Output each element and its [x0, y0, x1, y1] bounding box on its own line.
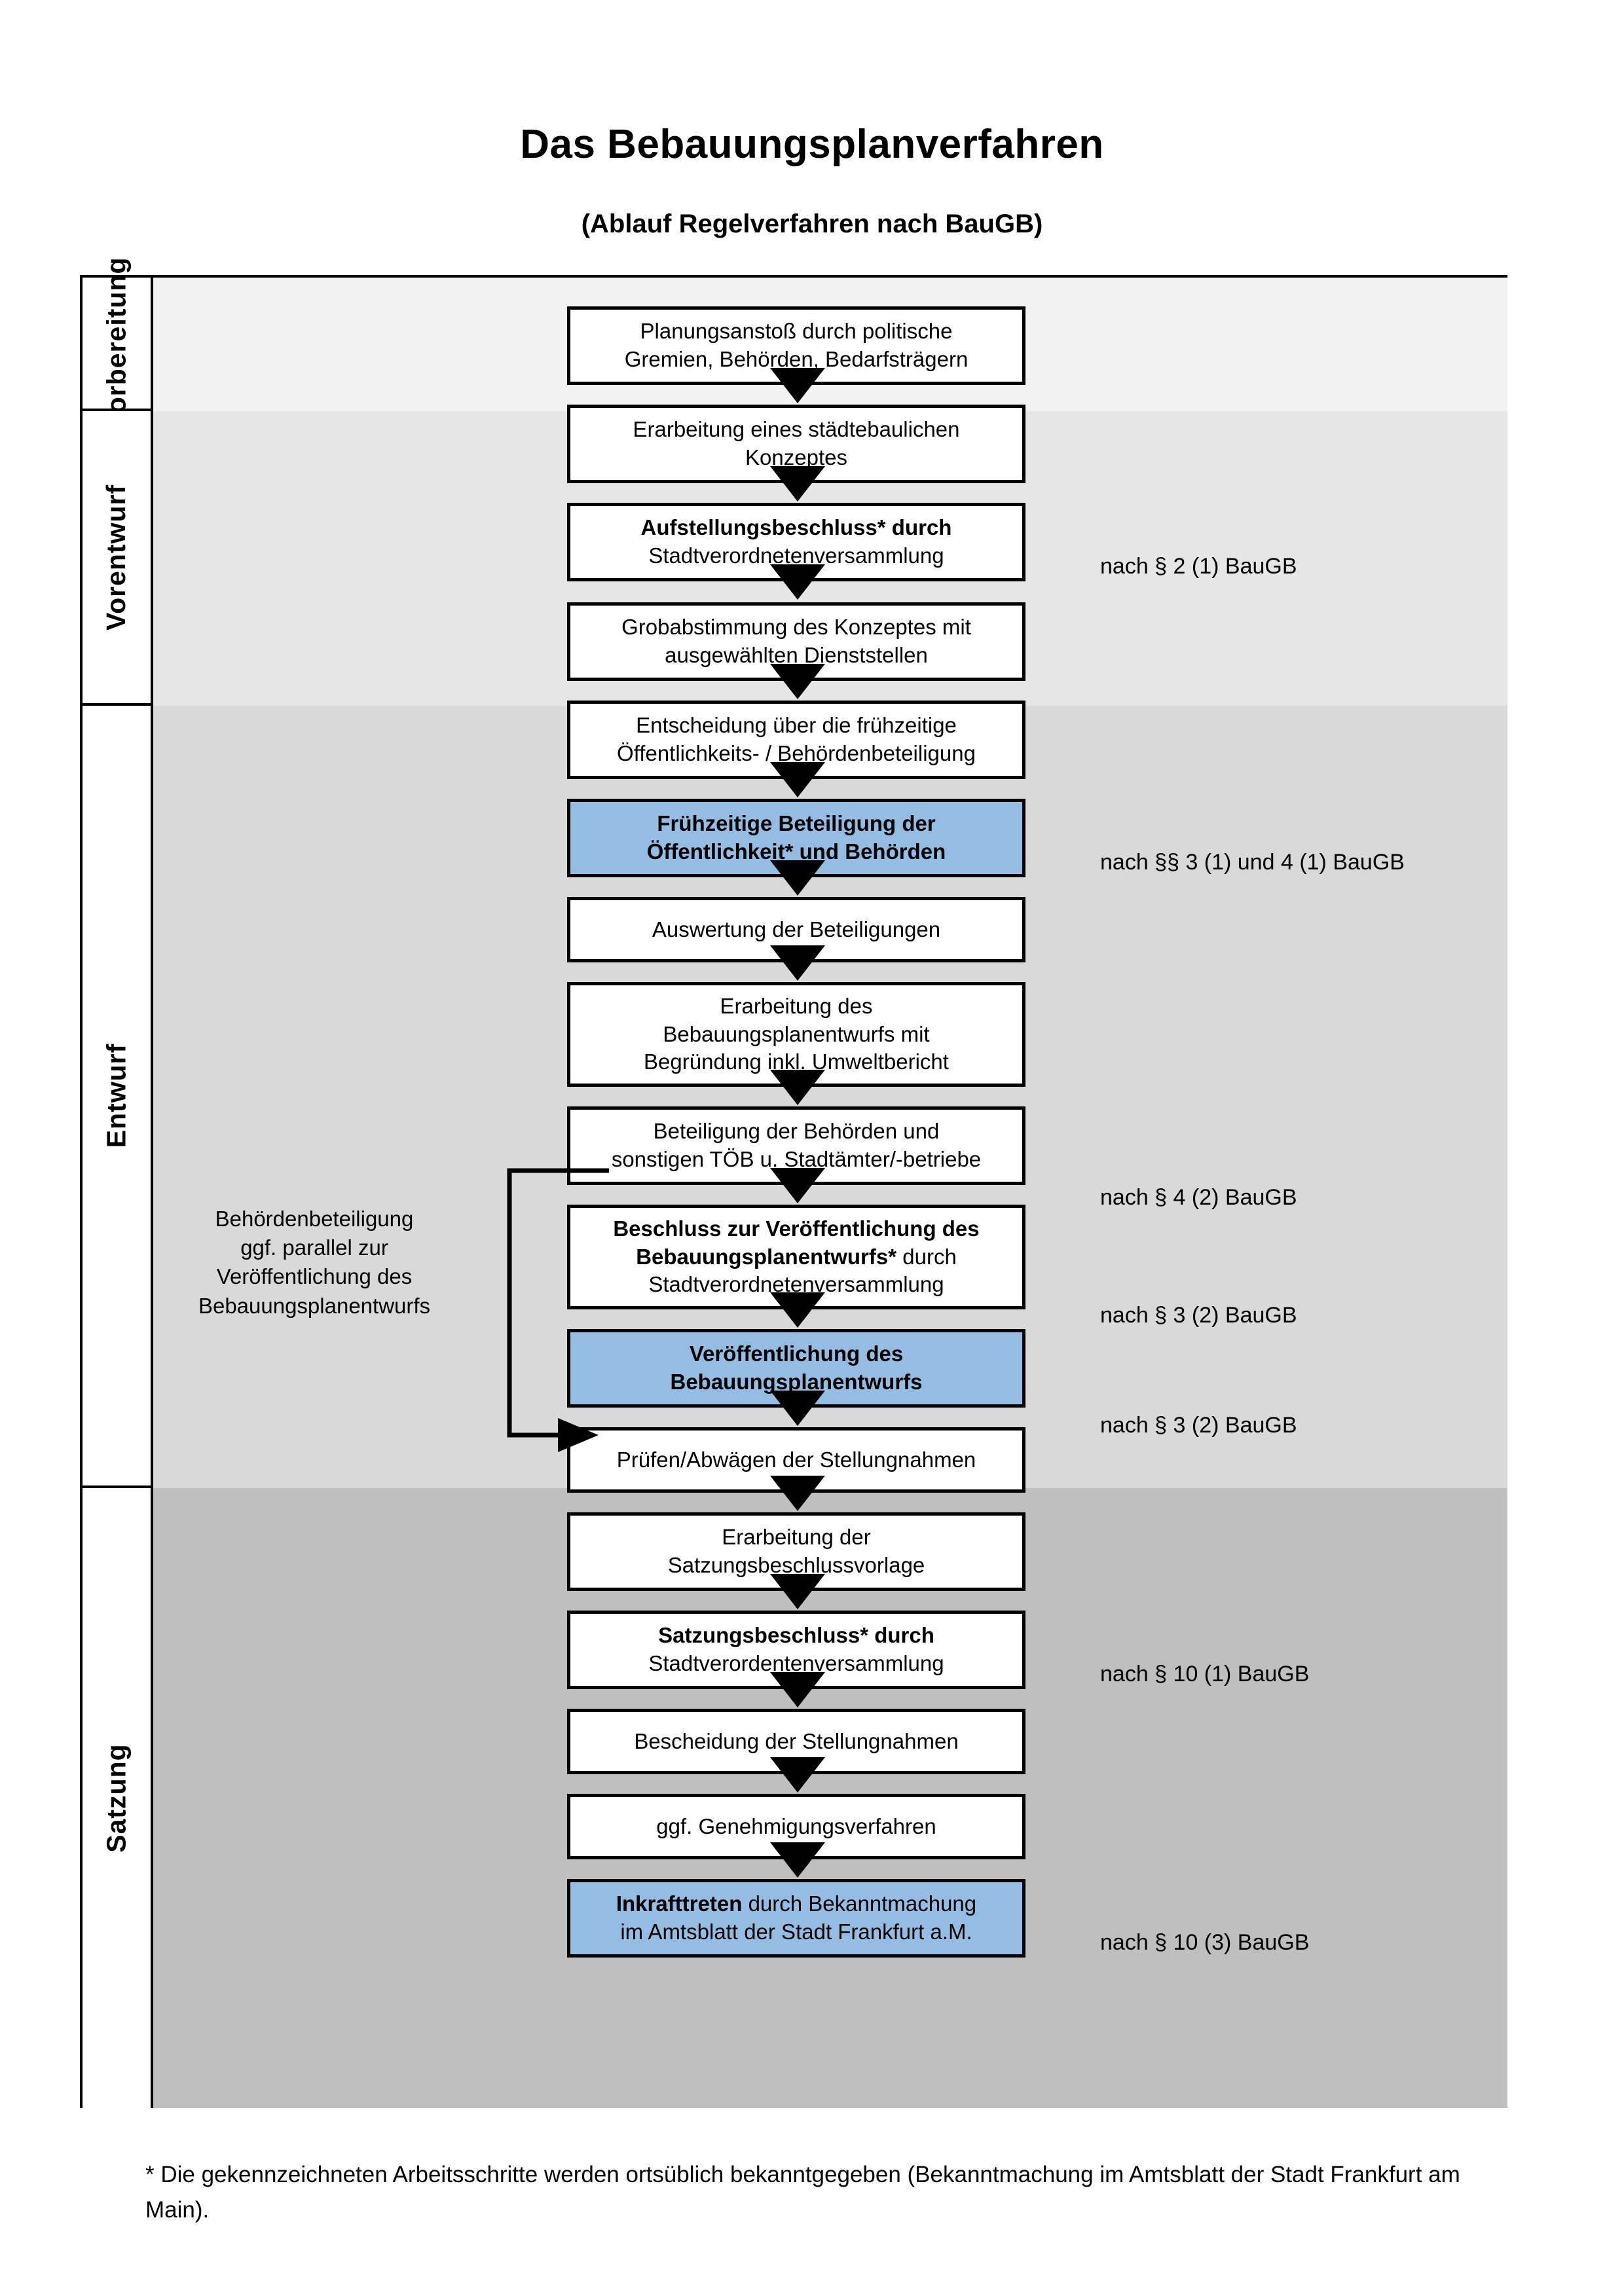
page-subtitle: (Ablauf Regelverfahren nach BauGB): [581, 210, 1043, 238]
footnote: * Die gekennzeichneten Arbeitsschritte w…: [145, 2162, 1460, 2223]
phase-label-satzung: Satzung: [83, 1488, 153, 2108]
flow-arrow-icon: [770, 1476, 825, 1511]
side-note-line: Bebauungsplanentwurfs: [198, 1293, 431, 1318]
phase-label-vorentwurf: Vorentwurf: [83, 411, 153, 706]
step-line: Stadtverordentenversammlung: [648, 1651, 944, 1675]
side-note-line: ggf. parallel zur: [240, 1235, 388, 1260]
step-line: Erarbeitung des: [720, 993, 873, 1018]
step-line: Satzungsbeschluss* durch: [658, 1623, 934, 1648]
flow-arrow-icon: [770, 1757, 825, 1793]
flow-arrow-icon: [770, 1391, 825, 1426]
step-line: Frühzeitige Beteiligung der: [657, 811, 936, 836]
phase-label-vorbereitung: Vorbereitung: [83, 257, 153, 429]
side-note-line: Behördenbeteiligung: [215, 1207, 414, 1231]
step-line: Veröffentlichung des: [689, 1341, 904, 1366]
step-line: sonstigen TÖB u. Stadtämter/-betriebe: [611, 1147, 982, 1171]
legal-reference-10-3: nach § 10 (3) BauGB: [1100, 1930, 1310, 1955]
step-line: Erarbeitung der: [722, 1525, 871, 1550]
legal-reference-4-2: nach § 4 (2) BauGB: [1100, 1185, 1297, 1210]
side-note-line: Veröffentlichung des: [216, 1264, 413, 1289]
flowchart-frame: Vorbereitung Vorentwurf Entwurf Satzung: [80, 257, 1507, 2108]
step-line: Öffentlichkeits- / Behördenbeteiligung: [617, 741, 976, 765]
flow-arrow-icon: [770, 368, 825, 403]
step-box-staedtebauliches-konzept[interactable]: Erarbeitung eines städtebaulichen Konzep…: [567, 405, 1025, 483]
step-line: Beschluss zur Veröffentlichung des: [613, 1216, 980, 1241]
side-note-behoerdenbeteiligung: Behördenbeteiligung ggf. parallel zur Ve…: [164, 1205, 465, 1321]
step-box-satzungsbeschluss[interactable]: Satzungsbeschluss* durch Stadtverordente…: [567, 1611, 1025, 1689]
step-line: Erarbeitung eines städtebaulichen: [633, 417, 960, 442]
flow-arrow-icon: [770, 1168, 825, 1203]
flow-arrow-icon: [770, 1672, 825, 1707]
flow-arrow-icon: [770, 664, 825, 699]
step-line: Bescheidung der Stellungnahmen: [634, 1728, 959, 1753]
step-line: im Amtsblatt der Stadt Frankfurt a.M.: [620, 1920, 972, 1944]
legal-reference-10-1: nach § 10 (1) BauGB: [1100, 1662, 1310, 1686]
flow-arrow-icon: [770, 564, 825, 600]
step-line: Bebauungsplanentwurfs* durch: [636, 1244, 957, 1269]
step-line: Auswertung der Beteiligungen: [652, 917, 941, 941]
step-box-auswertung-beteiligungen[interactable]: Auswertung der Beteiligungen: [567, 897, 1025, 962]
page-title: Das Bebauungsplanverfahren: [520, 122, 1104, 167]
step-box-inkrafttreten[interactable]: Inkrafttreten durch Bekanntmachung im Am…: [567, 1879, 1025, 1958]
step-line: Bebauungsplanentwurfs: [670, 1370, 923, 1394]
flow-arrow-icon: [770, 1574, 825, 1609]
flow-arrow-icon: [770, 1842, 825, 1878]
flow-arrow-icon: [770, 945, 825, 981]
step-box-beschluss-veroeffentlichung[interactable]: Beschluss zur Veröffentlichung des Bebau…: [567, 1205, 1025, 1309]
step-line: Prüfen/Abwägen der Stellungnahmen: [616, 1447, 976, 1472]
step-box-grobabstimmung[interactable]: Grobabstimmung des Konzeptes mit ausgewä…: [567, 602, 1025, 681]
legal-reference-3-2-a: nach § 3 (2) BauGB: [1100, 1303, 1297, 1328]
legal-reference-3-1-4-1: nach §§ 3 (1) und 4 (1) BauGB: [1100, 850, 1405, 875]
step-line: ausgewählten Dienststellen: [665, 643, 928, 667]
flow-arrow-icon: [770, 860, 825, 896]
step-line: Stadtverordnetenversammlung: [648, 543, 944, 568]
flow-arrow-icon: [770, 1070, 825, 1105]
step-line: Öffentlichkeit* und Behörden: [646, 839, 946, 864]
step-line: Inkrafttreten durch Bekanntmachung: [616, 1891, 977, 1916]
step-box-erarbeitung-satzungsbeschlussvorlage[interactable]: Erarbeitung der Satzungsbeschlussvorlage: [567, 1512, 1025, 1591]
step-line: Planungsanstoß durch politische: [640, 319, 953, 344]
step-line: Bebauungsplanentwurfs mit: [663, 1021, 930, 1046]
legal-reference-2-1: nach § 2 (1) BauGB: [1100, 554, 1297, 579]
step-box-erarbeitung-bebauungsplanentwurf[interactable]: Erarbeitung des Bebauungsplanentwurfs mi…: [567, 982, 1025, 1087]
step-line: Satzungsbeschlussvorlage: [667, 1553, 925, 1577]
step-line: Beteiligung der Behörden und: [653, 1119, 940, 1144]
legal-reference-3-2-b: nach § 3 (2) BauGB: [1100, 1413, 1297, 1438]
flow-arrow-icon: [770, 466, 825, 501]
step-line: ggf. Genehmigungsverfahren: [656, 1813, 936, 1838]
flow-arrow-icon: [770, 762, 825, 797]
phase-label-entwurf: Entwurf: [83, 706, 153, 1488]
flow-arrow-icon: [770, 1292, 825, 1328]
step-line: Gremien, Behörden, Bedarfsträgern: [624, 347, 969, 371]
step-line: Entscheidung über die frühzeitige: [636, 713, 957, 738]
step-box-veroeffentlichung-entwurf[interactable]: Veröffentlichung des Bebauungsplanentwur…: [567, 1329, 1025, 1408]
step-line: Konzeptes: [745, 445, 847, 469]
step-line: Grobabstimmung des Konzeptes mit: [621, 615, 971, 640]
step-line: Aufstellungsbeschluss* durch: [640, 515, 952, 540]
